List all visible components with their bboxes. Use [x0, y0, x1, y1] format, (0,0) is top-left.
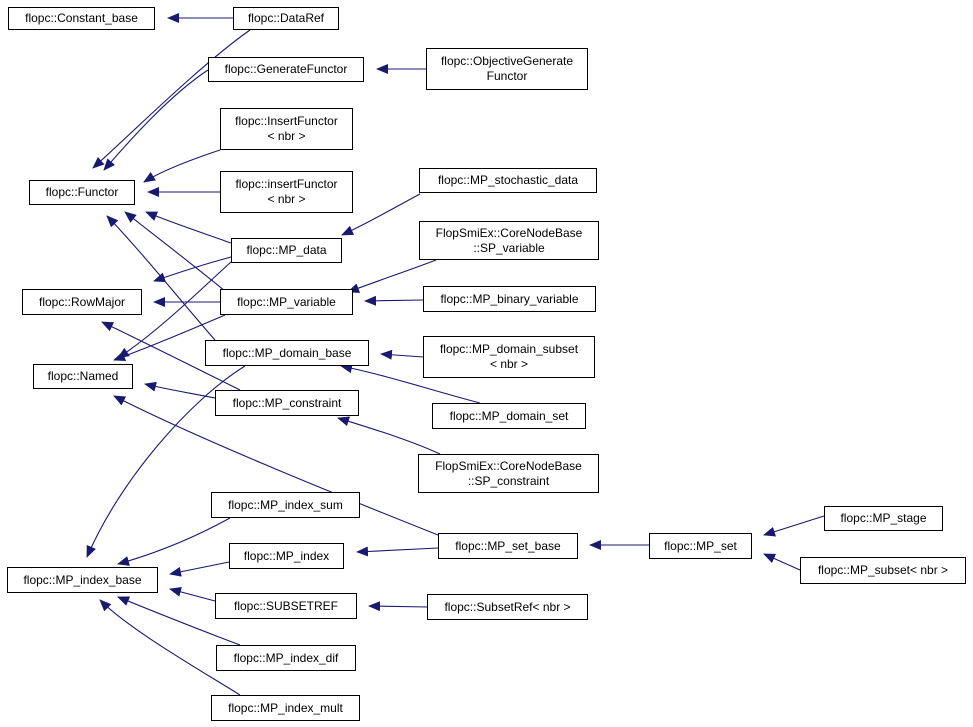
node-label-line: flopc::MP_subset< nbr >: [817, 563, 949, 577]
node-label-line: flopc::InsertFunctor: [235, 114, 338, 128]
edge-mp-constraint-to-named: [144, 381, 216, 399]
node-label-line: flopc::MP_domain_base: [222, 345, 352, 360]
node-label-line: < nbr >: [267, 192, 306, 206]
node-label-line: flopc::SubsetRef< nbr >: [444, 599, 571, 614]
edge-sp-constraint-to-mp-constraint: [337, 416, 441, 455]
node-mp-index-base[interactable]: flopc::MP_index_base: [7, 567, 158, 593]
node-mp-domain-subset[interactable]: flopc::MP_domain_subset< nbr >: [423, 336, 595, 378]
node-label-line: flopc::MP_stage: [840, 511, 927, 525]
node-label-line: flopc::MP_index_dif: [233, 650, 339, 665]
node-label-line: flopc::Named: [47, 369, 119, 383]
edge-dataref-to-functor: [92, 29, 251, 169]
edge-mp-variable-to-functor: [124, 211, 232, 297]
node-label-line: flopc::Constant_base: [25, 11, 138, 25]
node-label-line: flopc::MP_data: [246, 243, 327, 257]
node-dataref[interactable]: flopc::DataRef: [233, 7, 339, 30]
node-mp-data[interactable]: flopc::MP_data: [231, 238, 342, 263]
edge-mp-set-base-to-mp-index: [356, 546, 439, 557]
node-label-line: flopc::GenerateFunctor: [224, 62, 348, 76]
node-generatefunctor[interactable]: flopc::GenerateFunctor: [208, 57, 364, 82]
node-mp-constraint[interactable]: flopc::MP_constraint: [215, 390, 359, 416]
edge-mp-data-to-rowmajor: [153, 256, 232, 283]
node-constant-base[interactable]: flopc::Constant_base: [8, 7, 155, 30]
node-label-line: flopc::MP_domain_subset: [439, 342, 579, 356]
node-mp-index-dif[interactable]: flopc::MP_index_dif: [216, 645, 356, 671]
node-label-line: flopc::MP_binary_variable: [440, 291, 579, 306]
node-label-line: Functor: [486, 69, 528, 83]
edge-mp-set-base-to-named: [113, 395, 439, 536]
node-label-line: < nbr >: [267, 129, 306, 143]
node-label-line: flopc::MP_set_base: [455, 538, 561, 553]
node-mp-index-sum[interactable]: flopc::MP_index_sum: [211, 492, 360, 518]
edge-mp-stage-to-mp-set: [763, 515, 825, 537]
edge-mp-subset-to-mp-set: [763, 553, 801, 571]
edge-generatefunctor-to-functor: [103, 69, 209, 171]
edge-mp-stochastic-data-to-mp-data: [341, 193, 421, 236]
node-label-line: flopc::RowMajor: [38, 294, 126, 309]
node-mp-stochastic-data[interactable]: flopc::MP_stochastic_data: [419, 168, 597, 193]
node-sp-constraint[interactable]: FlopSmiEx::CoreNodeBase::SP_constraint: [418, 454, 599, 493]
node-mp-domain-base[interactable]: flopc::MP_domain_base: [205, 340, 369, 366]
node-functor[interactable]: flopc::Functor: [29, 180, 135, 205]
node-label-line: flopc::ObjectiveGenerate: [440, 54, 574, 68]
node-label-line: flopc::MP_index_mult: [228, 700, 343, 715]
edge-mp-data-to-functor: [145, 211, 232, 244]
edge-mp-constraint-to-rowmajor: [101, 321, 241, 391]
node-label-line: flopc::MP_set: [664, 538, 737, 553]
edge-mp-binary-variable-to-mp-variable: [364, 295, 424, 306]
node-label-line: flopc::MP_stochastic_data: [437, 173, 579, 187]
node-rowmajor[interactable]: flopc::RowMajor: [22, 289, 142, 315]
node-label-line: flopc::insertFunctor: [235, 177, 338, 191]
node-mp-domain-set[interactable]: flopc::MP_domain_set: [432, 403, 586, 429]
node-label-line: flopc::MP_index: [243, 548, 330, 563]
node-subsetref-template[interactable]: flopc::SubsetRef< nbr >: [427, 594, 588, 620]
node-mp-stage[interactable]: flopc::MP_stage: [824, 506, 943, 531]
node-mp-set-base[interactable]: flopc::MP_set_base: [438, 533, 578, 559]
node-label-line: flopc::MP_constraint: [232, 395, 342, 410]
edge-mp-index-to-mp-index-base: [169, 561, 230, 577]
node-label-line: flopc::MP_variable: [237, 294, 336, 309]
node-label-line: flopc::MP_index_base: [23, 572, 142, 587]
node-named[interactable]: flopc::Named: [33, 364, 133, 389]
edge-mp-variable-to-named: [113, 314, 226, 361]
node-sp-variable[interactable]: FlopSmiEx::CoreNodeBase::SP_variable: [419, 221, 599, 260]
edge-mp-index-dif-to-mp-index-base: [117, 596, 241, 646]
node-label-line: flopc::MP_domain_set: [449, 408, 569, 423]
edge-mp-index-sum-to-mp-index-base: [117, 517, 231, 566]
node-label-line: flopc::DataRef: [247, 11, 325, 25]
edge-mp-domain-base-to-functor: [106, 215, 216, 341]
edge-mp-index-mult-to-mp-index-base: [99, 599, 241, 696]
node-label-line: ::SP_constraint: [467, 473, 550, 488]
node-mp-index[interactable]: flopc::MP_index: [229, 543, 344, 569]
node-insertfunctor-lower[interactable]: flopc::insertFunctor< nbr >: [220, 171, 353, 213]
node-mp-set[interactable]: flopc::MP_set: [649, 533, 752, 559]
node-label-line: < nbr >: [489, 357, 529, 371]
node-mp-binary-variable[interactable]: flopc::MP_binary_variable: [423, 286, 596, 312]
node-label-line: FlopSmiEx::CoreNodeBase: [435, 458, 582, 473]
node-mp-subset[interactable]: flopc::MP_subset< nbr >: [800, 557, 966, 584]
edge-subsetref-class-to-mp-index-base: [169, 587, 216, 602]
edge-mp-domain-set-to-mp-domain-base: [340, 363, 481, 404]
edge-sp-variable-to-mp-variable: [347, 259, 437, 293]
edge-subsetref-template-to-subsetref-class: [368, 601, 428, 612]
node-mp-index-mult[interactable]: flopc::MP_index_mult: [211, 695, 360, 721]
node-label-line: flopc::SUBSETREF: [233, 598, 339, 613]
edge-insertfunctor-upper-to-functor: [143, 149, 221, 183]
node-label-line: FlopSmiEx::CoreNodeBase: [435, 225, 583, 240]
node-mp-variable[interactable]: flopc::MP_variable: [220, 289, 353, 315]
node-insertfunctor-upper[interactable]: flopc::InsertFunctor< nbr >: [220, 108, 353, 150]
node-label-line: ::SP_variable: [473, 240, 545, 255]
edge-mp-domain-base-to-mp-index-base: [86, 365, 246, 558]
node-label-line: flopc::MP_index_sum: [228, 497, 343, 512]
node-label-line: flopc::Functor: [45, 185, 119, 199]
node-subsetref-class[interactable]: flopc::SUBSETREF: [215, 593, 357, 619]
edge-mp-data-to-named: [117, 261, 232, 359]
edge-mp-domain-subset-to-mp-domain-base: [380, 349, 424, 360]
